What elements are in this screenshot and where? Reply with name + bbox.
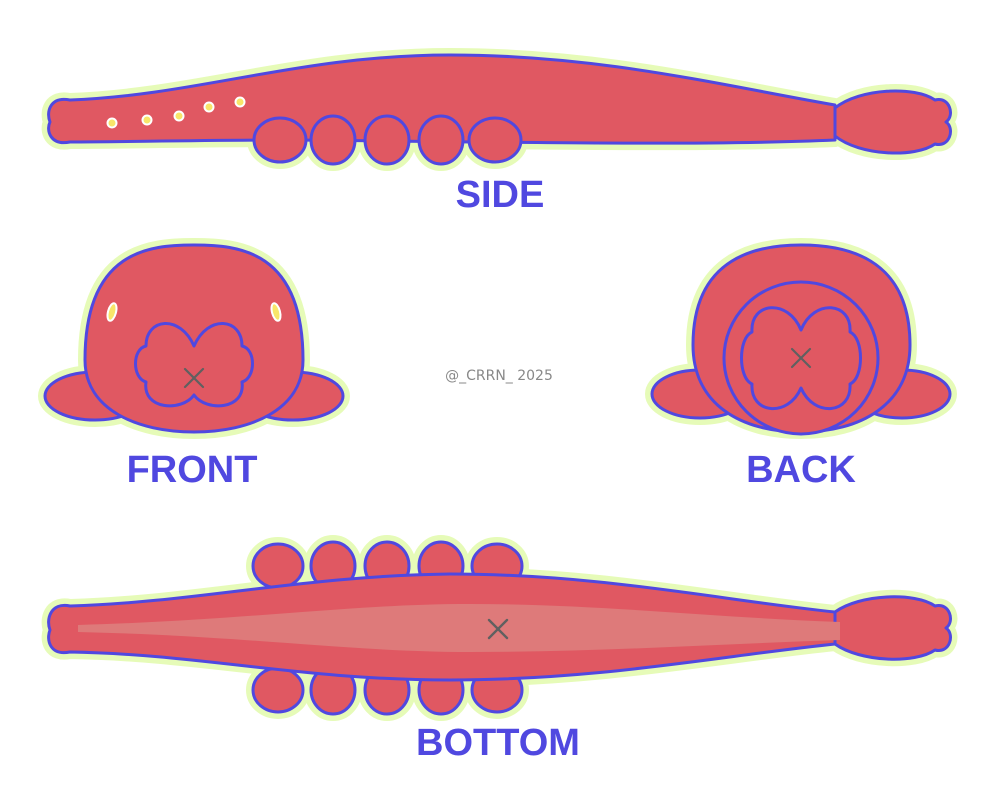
bottom-belly-stripe — [78, 604, 840, 652]
bottom-upper-leg-1 — [251, 542, 305, 590]
bottom-label: BOTTOM — [416, 722, 580, 764]
side-view-spots — [106, 96, 246, 129]
bottom-view: BOTTOM — [41, 535, 958, 764]
front-view: FRONT — [38, 238, 350, 491]
side-view-body — [47, 53, 952, 166]
back-view: BACK — [645, 238, 957, 491]
bottom-lower-leg-1 — [251, 666, 305, 714]
side-label: SIDE — [456, 174, 545, 216]
bottom-center-marker — [487, 618, 509, 640]
back-center-marker — [790, 347, 812, 369]
front-label: FRONT — [127, 449, 258, 491]
side-view: SIDE — [41, 48, 952, 216]
side-leg-3 — [363, 114, 411, 166]
front-view-eyes — [106, 302, 282, 322]
side-leg-1 — [252, 116, 308, 164]
side-leg-4 — [417, 114, 465, 166]
front-view-body — [43, 243, 345, 434]
back-view-body — [650, 243, 952, 436]
front-center-marker — [183, 367, 205, 389]
side-leg-5 — [467, 116, 523, 164]
back-label: BACK — [746, 449, 856, 491]
bottom-view-body — [47, 540, 952, 716]
side-leg-2 — [309, 114, 357, 166]
bottom-tailfin — [833, 595, 952, 661]
artist-watermark: @_CRRN_ 2025 — [445, 368, 553, 384]
front-mouth-flower — [134, 322, 254, 408]
